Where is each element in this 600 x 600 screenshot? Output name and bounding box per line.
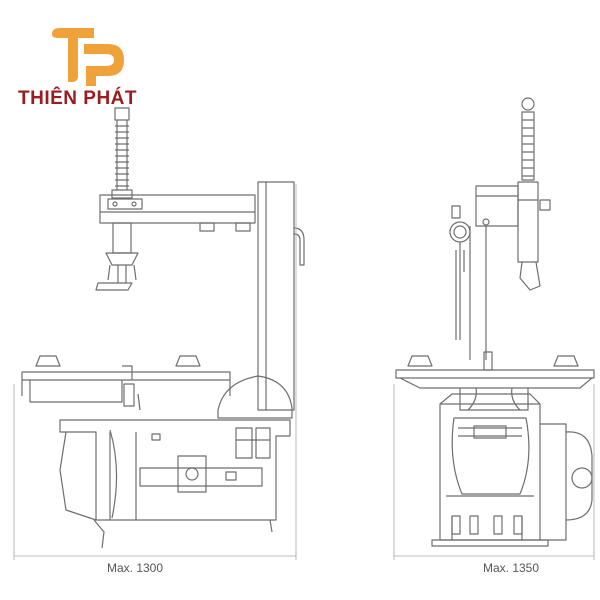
side-hub-front xyxy=(540,423,593,541)
arm-head-front xyxy=(451,185,519,227)
bead-guard xyxy=(217,375,293,419)
brand-logo: THIÊN PHÁT xyxy=(18,26,178,116)
front-view xyxy=(393,97,595,560)
swing-arm xyxy=(99,194,256,232)
dimension-lines-right xyxy=(393,384,595,560)
dimension-label-left: Max. 1300 xyxy=(107,561,164,575)
column xyxy=(257,181,305,411)
column-front xyxy=(469,226,487,360)
machine-body-side xyxy=(59,419,291,549)
pressure-gauge xyxy=(449,221,471,340)
side-view xyxy=(13,107,305,560)
turntable-side xyxy=(21,355,231,411)
dimension-label-right: Max. 1350 xyxy=(483,561,540,575)
brand-name: THIÊN PHÁT xyxy=(18,88,137,109)
turntable-front xyxy=(395,351,595,411)
dimension-lines-left xyxy=(13,184,297,560)
tp-monogram-icon xyxy=(52,28,124,86)
helper-spring-left xyxy=(111,107,133,199)
vertical-shaft xyxy=(95,222,139,291)
machine-body-front xyxy=(431,393,549,547)
helper-spring-right xyxy=(517,97,551,291)
